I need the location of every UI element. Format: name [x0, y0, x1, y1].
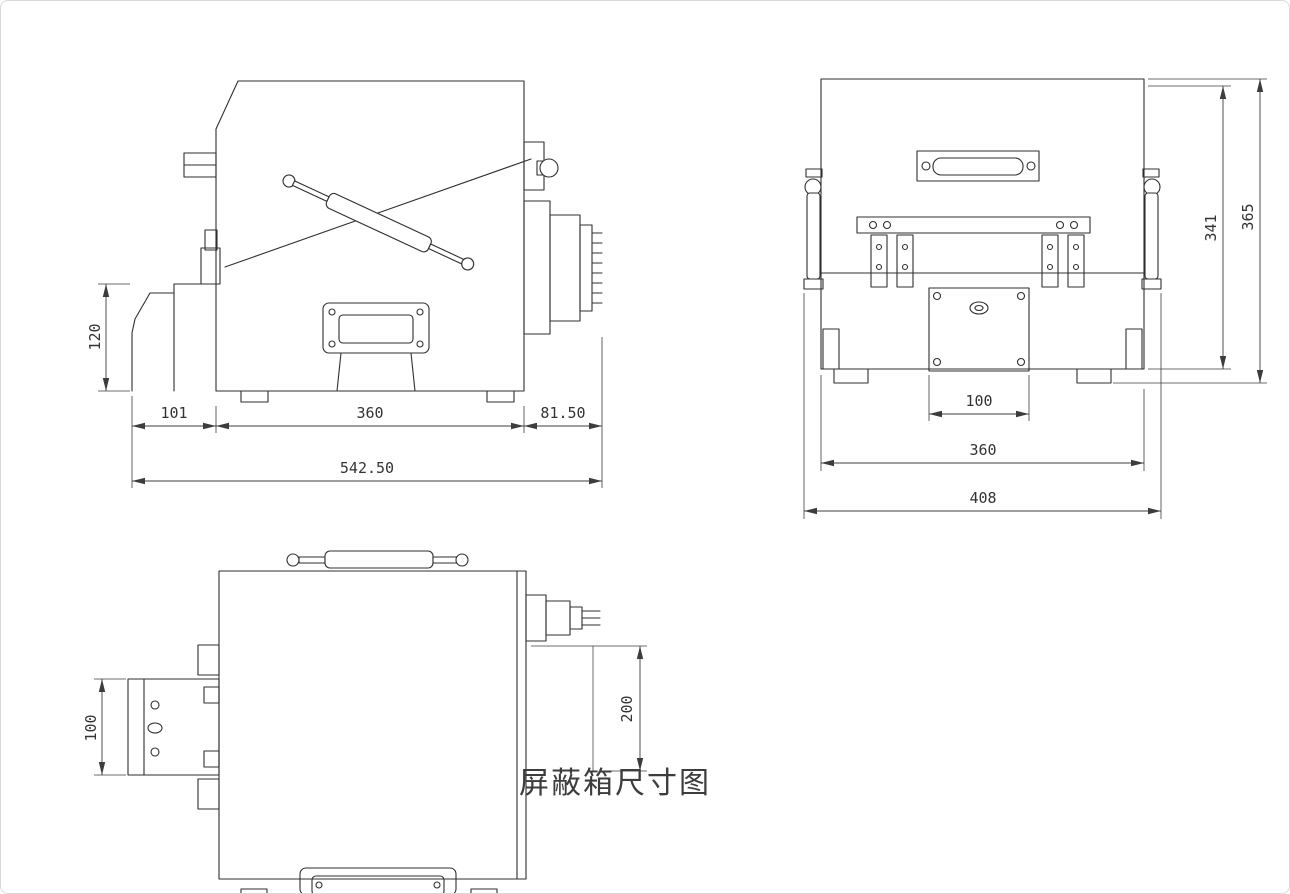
rear-body-outline [820, 78, 1145, 370]
top-body-outline [218, 570, 527, 880]
dim-side-overall-length: 542.50 [340, 459, 394, 477]
rear-clamp-right [1041, 234, 1085, 288]
rear-clamp-left [870, 234, 914, 288]
top-view [127, 550, 601, 893]
dim-rear-overall-height: 365 [1239, 203, 1257, 230]
rear-corner-brackets [822, 328, 1143, 370]
dim-rear-body-height: 341 [1202, 214, 1220, 241]
dim-side-bracket-height: 120 [86, 323, 104, 350]
side-left-latch [200, 229, 221, 285]
side-rear-connector [523, 200, 603, 335]
dim-side-front-offset: 101 [160, 404, 187, 422]
top-view-dimensions: 100 200 [82, 645, 647, 776]
dim-top-connector-offset: 200 [618, 695, 636, 722]
drawing-title: 屏蔽箱尺寸图 [519, 766, 711, 801]
rear-view-dimensions: 341 365 100 360 408 [803, 78, 1267, 519]
dim-rear-overall-width: 408 [969, 489, 996, 507]
side-view [131, 80, 603, 403]
rear-latch-rod-left [803, 168, 824, 290]
rear-latch-rod-right [1141, 168, 1162, 290]
top-bottom-handle [240, 867, 498, 893]
side-left-tab [183, 152, 217, 178]
dim-side-rear-offset: 81.50 [540, 404, 585, 422]
side-body-outline [215, 80, 525, 392]
dim-rear-connector-width: 100 [965, 392, 992, 410]
rear-connector-box [928, 287, 1030, 372]
side-feet [240, 390, 515, 403]
rear-feet [833, 368, 1112, 384]
rear-top-handle [916, 150, 1040, 182]
gas-strut [282, 174, 475, 271]
dim-rear-body-width: 360 [969, 441, 996, 459]
side-handle [322, 302, 430, 392]
dim-top-fixture-width: 100 [82, 714, 100, 741]
side-hinge [523, 141, 559, 191]
side-view-dimensions: 120 101 360 81.50 542.50 [86, 283, 603, 488]
top-fixture [127, 644, 220, 810]
top-gas-strut [286, 550, 469, 569]
side-left-bracket [131, 283, 217, 392]
top-rear-connector [525, 594, 601, 771]
rear-view [803, 78, 1162, 384]
rear-hinge-bar [856, 216, 1091, 234]
dim-side-body-length: 360 [356, 404, 383, 422]
